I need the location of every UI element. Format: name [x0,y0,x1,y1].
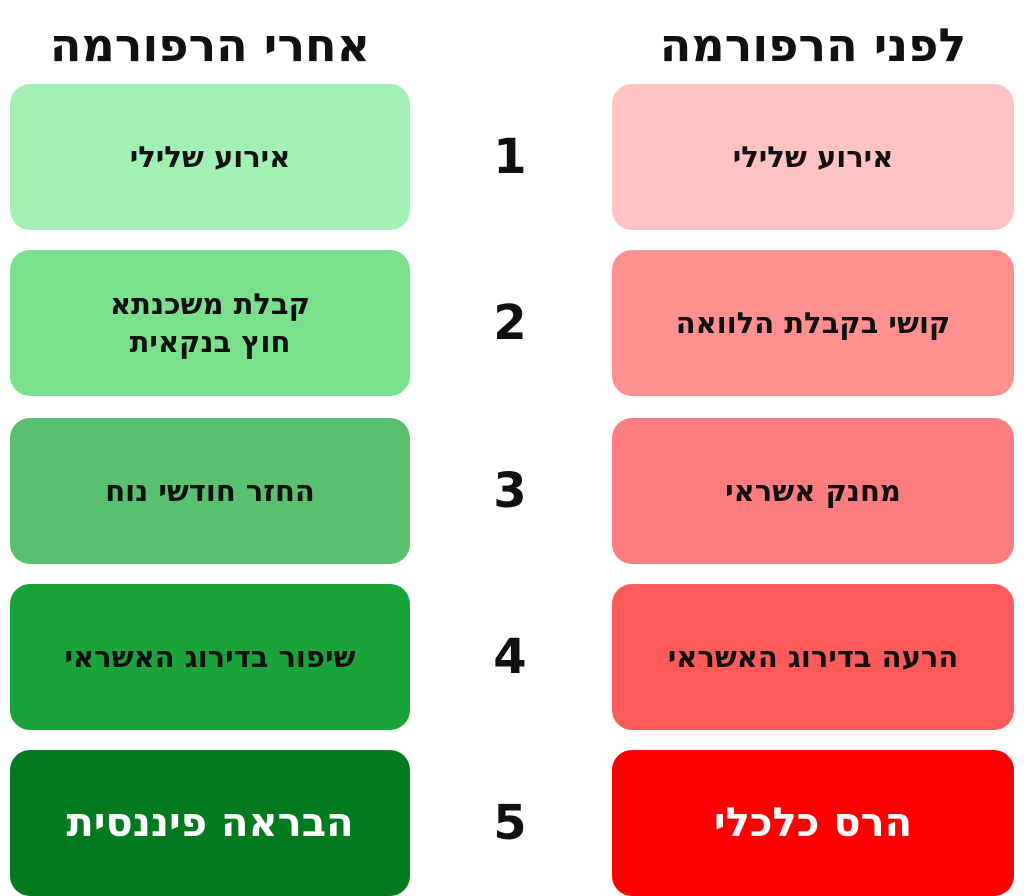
before-step-5-label: הרס כלכלי [713,800,913,846]
after-step-5-box: הבראה פיננסית [10,750,410,896]
before-step-5-box: הרס כלכלי [612,750,1014,896]
step-number-3: 3 [493,463,527,519]
after-step-4-label: שיפור בדירוג האשראי [64,640,356,674]
before-step-1-label: אירוע שלילי [732,140,894,174]
before-step-2-label: קושי בקבלת הלוואה [675,306,951,340]
step-number-1: 1 [493,129,527,185]
after-step-2-box: קבלת משכנתא חוץ בנקאית [10,250,410,396]
after-reform-header: אחרי הרפורמה [49,18,371,72]
before-step-4-box: הרעה בדירוג האשראי [612,584,1014,730]
after-step-2-line-2: חוץ בנקאית [129,325,291,359]
before-step-3-label: מחנק אשראי [725,474,901,508]
before-step-1-box: אירוע שלילי [612,84,1014,230]
step-number-5: 5 [493,795,527,851]
before-step-2-box: קושי בקבלת הלוואה [612,250,1014,396]
after-step-2-line-1: קבלת משכנתא [110,287,310,321]
after-step-5-label: הבראה פיננסית [66,800,354,846]
step-number-2: 2 [493,295,527,351]
before-reform-header: לפני הרפורמה [659,18,967,72]
before-step-4-label: הרעה בדירוג האשראי [667,640,959,674]
step-number-4: 4 [493,629,527,685]
after-step-3-box: החזר חודשי נוח [10,418,410,564]
after-step-1-label: אירוע שלילי [129,140,291,174]
after-step-4-box: שיפור בדירוג האשראי [10,584,410,730]
after-step-1-box: אירוע שלילי [10,84,410,230]
after-step-2-label: קבלת משכנתא חוץ בנקאית [110,285,310,361]
after-step-3-label: החזר חודשי נוח [105,474,315,508]
before-step-3-box: מחנק אשראי [612,418,1014,564]
